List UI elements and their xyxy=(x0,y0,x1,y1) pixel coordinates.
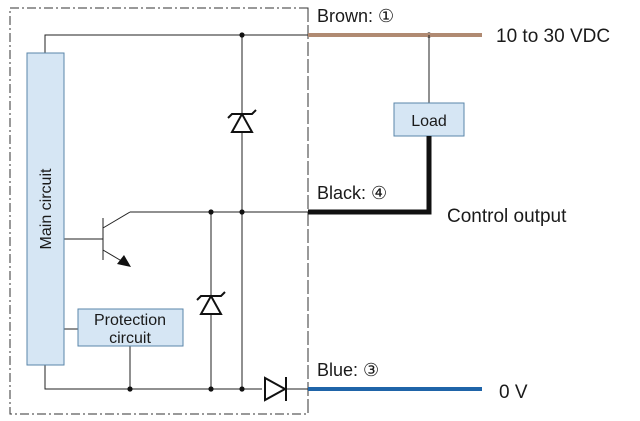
control-output-label: Control output xyxy=(447,206,567,227)
zener-diode-2 xyxy=(196,291,226,315)
protection-circuit-block xyxy=(77,308,184,347)
reverse-diode xyxy=(264,376,288,402)
ground-label: 0 V xyxy=(499,382,528,403)
blue-wire-label: Blue: ③ xyxy=(317,360,379,380)
main-circuit-label: Main circuit xyxy=(38,168,55,249)
brown-wire-label: Brown: ① xyxy=(317,6,394,26)
zener-diode-1 xyxy=(227,109,257,133)
black-wire-label: Black: ④ xyxy=(317,183,387,203)
sensor-boundary xyxy=(9,7,309,415)
load-label: Load xyxy=(411,113,447,130)
protection-circuit-label-line1: Protection xyxy=(94,312,166,329)
supply-voltage-label: 10 to 30 VDC xyxy=(496,26,610,47)
transistor-emitter-arrow xyxy=(117,255,131,267)
black-wire xyxy=(308,136,432,215)
main-circuit-block xyxy=(26,52,65,366)
protection-circuit-label-line2: circuit xyxy=(109,330,151,347)
load-block xyxy=(393,102,465,137)
